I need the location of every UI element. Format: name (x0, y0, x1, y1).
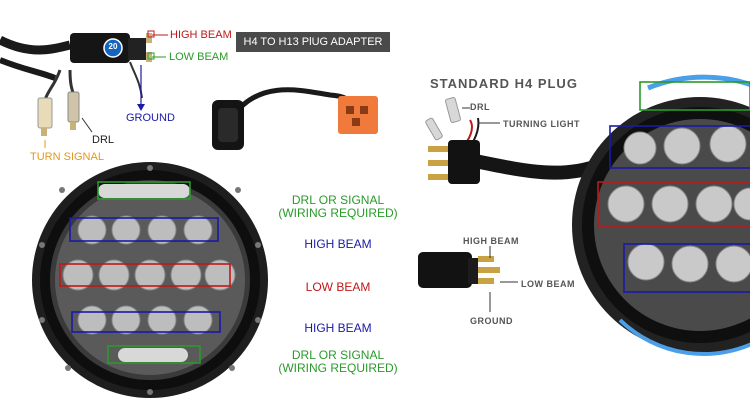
beam-label-drl-bottom: DRL OR SIGNAL (WIRING REQUIRED) (258, 349, 418, 375)
drl-bottom-line2: (WIRING REQUIRED) (278, 361, 398, 375)
std-label-drl: DRL (470, 102, 490, 112)
rh-low-box (597, 181, 750, 227)
std-label-turning-light: TURNING LIGHT (503, 119, 580, 129)
std-label-ground: GROUND (470, 316, 513, 326)
drl-bottom-line1: DRL OR SIGNAL (291, 348, 385, 362)
std-label-low-beam: LOW BEAM (521, 279, 575, 289)
low-beam-box (59, 263, 231, 287)
beam-label-high-2: HIGH BEAM (304, 321, 372, 335)
small-h4-plug (418, 252, 500, 288)
right-headlight (572, 74, 750, 356)
high-beam-box-bottom (71, 311, 221, 333)
h13-adapter (212, 87, 378, 150)
harness-cable-2 (0, 57, 57, 81)
drl-top-line1: DRL OR SIGNAL (291, 193, 385, 207)
beam-label-drl-top: DRL OR SIGNAL (WIRING REQUIRED) (258, 194, 418, 220)
drl-box-top (97, 181, 191, 200)
left-headlight (32, 162, 268, 398)
plug-label-low-beam: LOW BEAM (169, 51, 229, 63)
standard-h4-plug (425, 97, 603, 184)
plug-label-high-beam: HIGH BEAM (170, 29, 232, 41)
harness-cable (0, 35, 72, 55)
adapter-banner: H4 TO H13 PlUG ADAPTER (236, 32, 390, 52)
drl-box-bottom (107, 345, 201, 364)
rh-high-box-bottom (623, 243, 750, 293)
plug-label-turn-signal: TURN SIGNAL (30, 151, 104, 163)
connector-number: 20 (108, 42, 118, 51)
drl-top-line2: (WIRING REQUIRED) (278, 206, 398, 220)
rh-high-box-top (609, 125, 750, 169)
high-beam-box-top (69, 217, 219, 242)
rh-drl-box (639, 81, 750, 111)
turn-terminal (37, 97, 53, 129)
beam-label-high-1: HIGH BEAM (304, 237, 372, 251)
std-label-high-beam: HIGH BEAM (463, 236, 519, 246)
harness-connector (70, 33, 152, 63)
drl-terminal (67, 91, 80, 123)
plug-label-drl: DRL (92, 134, 115, 146)
beam-label-low: LOW BEAM (305, 280, 371, 294)
plug-label-ground: GROUND (126, 112, 175, 124)
connector-number-badge: 20 (104, 42, 122, 54)
standard-h4-title: STANDARD H4 PLUG (430, 76, 578, 91)
